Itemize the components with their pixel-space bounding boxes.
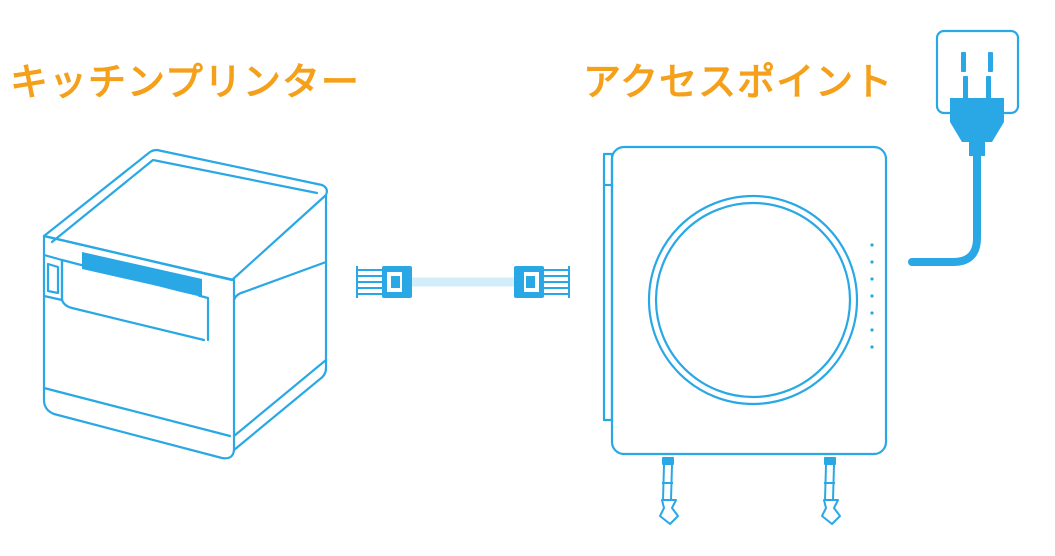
access-point-label: アクセスポイント xyxy=(583,60,894,104)
access-point-icon xyxy=(602,145,888,456)
power-outlet-icon xyxy=(935,29,1020,115)
antenna-right xyxy=(821,457,841,525)
paper-slot xyxy=(82,252,202,296)
kitchen-printer-label: キッチンプリンター xyxy=(10,60,360,104)
antenna-left xyxy=(659,457,679,525)
power-plug-icon xyxy=(908,76,1004,266)
status-indicator-dots xyxy=(870,243,874,349)
ethernet-plug-right xyxy=(514,266,570,298)
ethernet-plug-left xyxy=(356,266,412,298)
paper-slot-inner xyxy=(86,270,198,300)
kitchen-printer-icon xyxy=(42,148,328,460)
